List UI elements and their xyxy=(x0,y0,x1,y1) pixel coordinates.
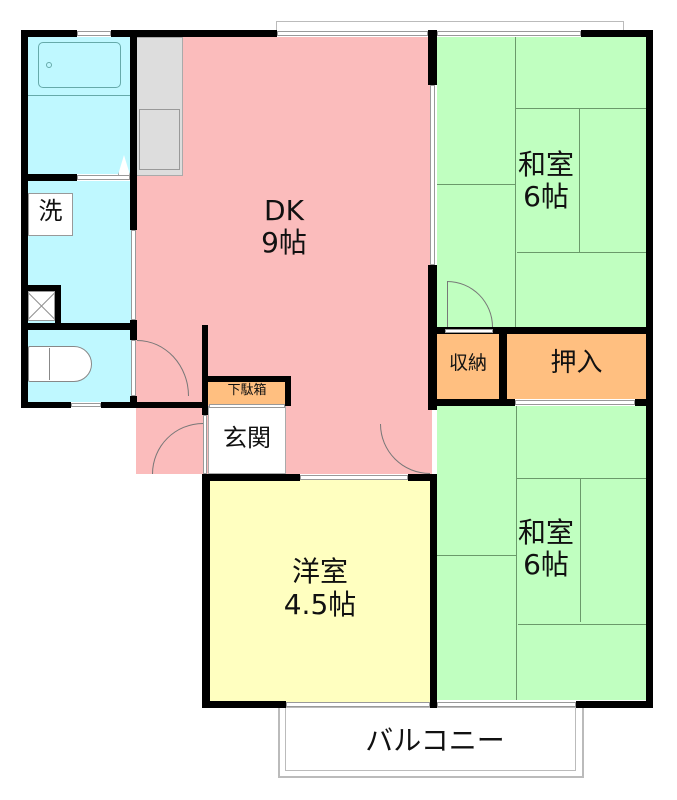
fusuma-dk-washitsu xyxy=(430,85,435,265)
entrance-door-frame xyxy=(203,415,207,474)
youshitsu-size: 4.5帖 xyxy=(283,588,357,621)
youshitsu-name: 洋室 xyxy=(291,555,348,588)
youshitsu-door xyxy=(300,475,408,480)
bathtub-icon xyxy=(38,42,121,88)
kitchen-sink xyxy=(139,109,180,170)
dk-name: DK xyxy=(264,194,304,227)
youshitsu-balcony-window xyxy=(286,702,430,707)
washitsu-bottom xyxy=(437,406,646,700)
shoe-box-label: 下駄箱 xyxy=(227,383,267,398)
toilet-icon xyxy=(28,346,92,382)
washitsu-top-name: 和室 xyxy=(517,148,574,181)
toilet-tank xyxy=(28,348,50,380)
balcony xyxy=(278,706,584,778)
storage xyxy=(437,334,499,399)
dk-size: 9帖 xyxy=(261,226,307,259)
balcony-label: バルコニー xyxy=(365,724,505,757)
entrance-label: 玄関 xyxy=(223,424,271,452)
bath-divider xyxy=(28,95,132,96)
pipe-shaft-icon xyxy=(28,291,55,321)
dk-window-top xyxy=(277,31,428,36)
washitsu-top-size: 6帖 xyxy=(523,180,569,213)
top-window-frame xyxy=(276,21,624,33)
oshiire-label: 押入 xyxy=(550,348,603,378)
washitsu-bottom-size: 6帖 xyxy=(523,548,569,581)
bathroom xyxy=(28,37,132,174)
oshiire-fusuma xyxy=(515,400,635,405)
toilet-door xyxy=(131,340,136,396)
oshiire xyxy=(507,334,646,399)
storage-label: 収納 xyxy=(448,352,487,374)
washitsu-window-top xyxy=(437,31,581,36)
youshitsu xyxy=(210,480,432,702)
wash-dk-door xyxy=(131,230,136,320)
shoe-box-door xyxy=(209,404,285,408)
balcony-inner xyxy=(285,706,576,771)
washitsu-top xyxy=(437,37,646,327)
bath-window xyxy=(77,31,111,36)
toilet-window xyxy=(71,403,101,407)
wash-door xyxy=(77,175,130,180)
bath-drain-icon xyxy=(46,62,52,68)
shoe-box xyxy=(208,381,286,405)
entrance xyxy=(208,406,286,474)
storage-door xyxy=(445,329,493,333)
washer-label: 洗 xyxy=(38,197,63,225)
washer-pan-icon xyxy=(28,193,73,236)
washitsu-bottom-name: 和室 xyxy=(517,516,574,549)
washitsu-balcony-window xyxy=(437,702,576,707)
